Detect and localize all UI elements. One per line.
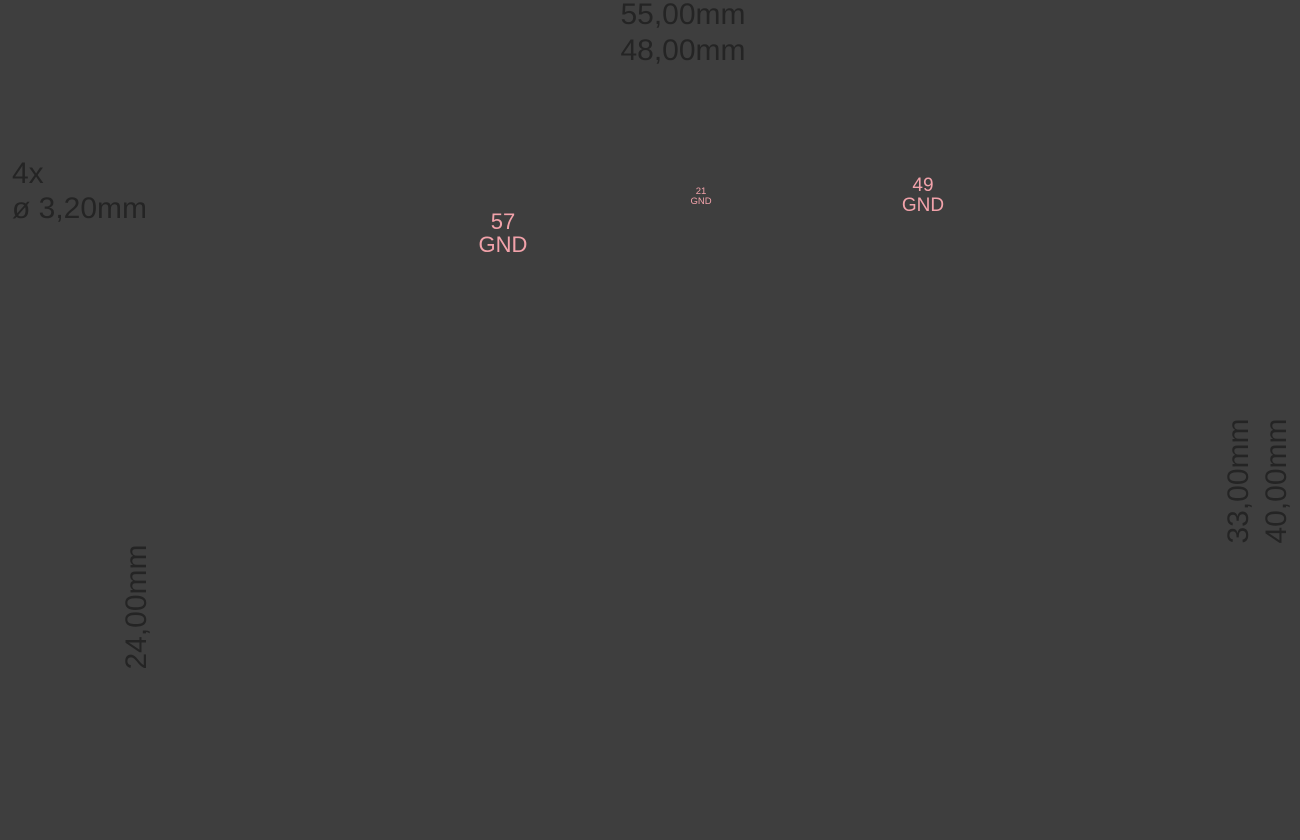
hole-note: 4x ø 3,20mm xyxy=(12,156,147,226)
dim-label-48mm: 48,00mm xyxy=(620,34,746,67)
dim-label-40mm: 40,00mm xyxy=(1260,418,1293,544)
chip-label-u21: 21 GND xyxy=(690,186,712,207)
dim-label-55mm: 55,00mm xyxy=(620,0,746,31)
hole-note-count: 4x xyxy=(12,157,44,190)
hole-note-diameter: ø 3,20mm xyxy=(12,192,148,225)
chip-label-u57: 57 GND xyxy=(478,209,528,257)
dim-label-24mm: 24,00mm xyxy=(120,544,153,670)
chip-label-u49: 49 GND xyxy=(901,175,945,216)
dim-label-33mm: 33,00mm xyxy=(1222,418,1255,544)
